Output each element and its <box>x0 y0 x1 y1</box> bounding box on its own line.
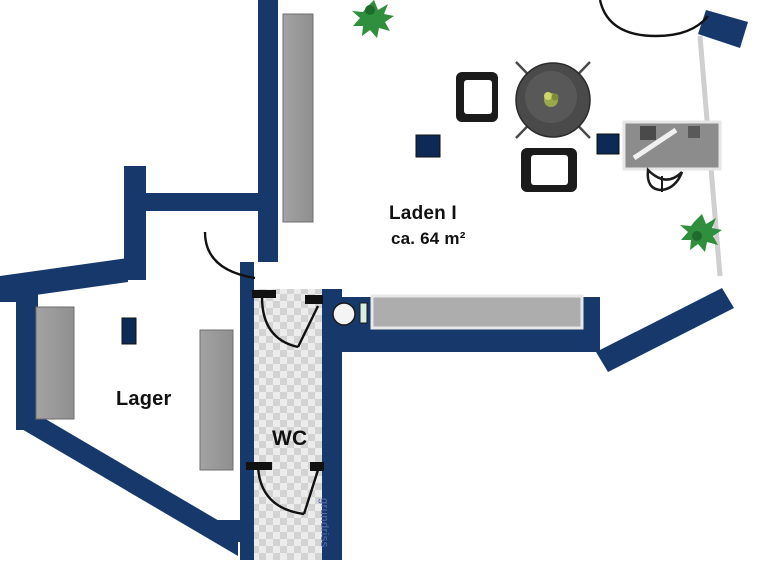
shelves <box>35 13 314 471</box>
wall-lager-west <box>16 290 38 430</box>
doors <box>203 0 709 516</box>
counter-group <box>332 294 584 330</box>
armchair-bottom <box>521 148 577 192</box>
wall-wc-west <box>240 289 254 560</box>
plant-top <box>352 0 394 38</box>
round-table-group <box>515 61 591 139</box>
door-jambs <box>246 290 324 471</box>
desk <box>622 120 722 171</box>
wall-wc-west-upper <box>240 262 254 294</box>
wc-floor-tiles <box>252 289 322 560</box>
wall-wc-east <box>322 289 342 560</box>
plant-right <box>680 214 722 252</box>
wall-sw-diagonal <box>20 404 238 556</box>
wall-horizontal-upper <box>140 193 260 211</box>
door-wc-lower-leaf <box>302 469 320 515</box>
floor-fills <box>252 289 322 560</box>
faucet <box>359 302 368 324</box>
door-wc-upper-arc <box>260 296 299 349</box>
wall-vertical-north <box>258 0 278 250</box>
shelf-lager-left <box>35 306 75 420</box>
wall-nw-diagonal <box>0 258 128 300</box>
walls <box>0 0 748 560</box>
sink <box>332 302 356 326</box>
door-wc-upper-leaf <box>296 305 320 348</box>
watermark: grundriss <box>316 498 334 568</box>
shelf-north <box>282 13 314 223</box>
desk-items <box>632 126 700 161</box>
wall-vertical-mid-upper <box>124 166 146 280</box>
watermark-text: grundriss <box>318 498 330 548</box>
columns <box>121 133 620 345</box>
wall-vertical-north-lower <box>258 250 278 262</box>
armchair-top <box>456 72 498 122</box>
shelf-lager-center <box>199 329 234 471</box>
room-label-laden: Laden I <box>389 203 457 224</box>
door-wc-lower-arc <box>256 465 305 516</box>
column-lager <box>121 317 137 345</box>
wall-entrance-block <box>698 10 748 48</box>
room-area-laden: ca. 64 m² <box>391 229 466 248</box>
table-centerpiece-plant <box>544 92 559 107</box>
wall-lager-bottom <box>214 520 254 542</box>
column-laden <box>415 134 441 158</box>
door-entrance-arc <box>598 0 709 38</box>
room-label-lager: Lager <box>116 388 172 410</box>
counter <box>370 294 584 330</box>
door-laden-lager-arc <box>203 231 256 280</box>
column-east <box>596 133 620 155</box>
desk-chair <box>646 167 684 192</box>
wall-se-diagonal <box>596 288 734 372</box>
room-label-wc: WC <box>272 427 308 450</box>
wall-south-laden <box>322 330 600 352</box>
desk-group <box>622 120 722 192</box>
